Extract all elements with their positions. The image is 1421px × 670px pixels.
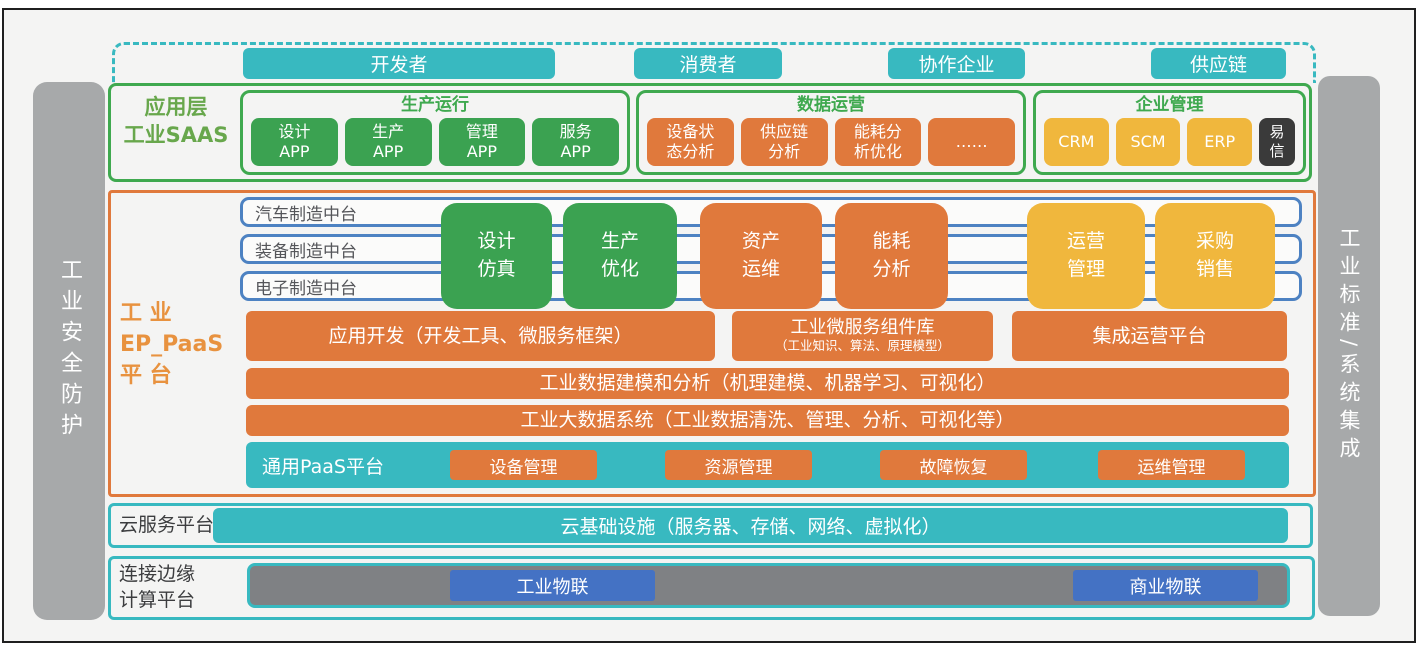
group-enterprise-management: 企业管理 CRM SCM ERP 易 信: [1033, 90, 1306, 175]
app-box: 管理 APP: [438, 118, 526, 166]
app-box: 服务 APP: [532, 118, 619, 166]
platform-label: 装备制造中台: [255, 241, 357, 262]
module-operation-management: 运营 管理: [1027, 203, 1145, 309]
bar-app-development: 应用开发（开发工具、微服务框架）: [246, 311, 715, 361]
paas-layer-box: 工 业 EP_PaaS 平 台 汽车制造中台 装备制造中台 电子制造中台 设计 …: [108, 190, 1316, 497]
module-production-optimization: 生产 优化: [563, 203, 677, 309]
edge-connectivity-bar: 工业物联 商业物联: [247, 563, 1290, 608]
group-data-operation: 数据运营 设备状 态分析 供应链 分析 能耗分 析优化 ……: [636, 90, 1026, 175]
sidebar-label: 工业标准/系统集成: [1337, 226, 1361, 466]
group-title: 生产运行: [401, 95, 469, 115]
bar-big-data-system: 工业大数据系统（工业数据清洗、管理、分析、可视化等）: [246, 405, 1289, 436]
paas-layer-label: 工 业 EP_PaaS 平 台: [120, 301, 224, 388]
platform-label: 电子制造中台: [255, 278, 357, 299]
actor-partners: 协作企业: [888, 48, 1025, 79]
group-items: CRM SCM ERP 易 信: [1044, 118, 1296, 166]
chip-ops-management: 运维管理: [1098, 450, 1245, 480]
app-box: CRM: [1044, 118, 1109, 166]
cloud-layer-box: 云服务平台 云基础设施（服务器、存储、网络、虚拟化）: [108, 503, 1313, 548]
bar-integration-platform: 集成运营平台: [1012, 311, 1287, 361]
actor-label: 消费者: [679, 54, 737, 76]
module-design-simulation: 设计 仿真: [441, 203, 552, 309]
chip-commercial-iot: 商业物联: [1073, 570, 1258, 601]
actor-label: 开发者: [370, 54, 428, 76]
chip-resource-management: 资源管理: [665, 450, 812, 480]
app-box: 设计 APP: [251, 118, 338, 166]
cloud-infrastructure-bar: 云基础设施（服务器、存储、网络、虚拟化）: [213, 508, 1288, 543]
actor-supply-chain: 供应链: [1151, 48, 1286, 79]
app-box: 设备状 态分析: [647, 118, 734, 166]
chip-fault-recovery: 故障恢复: [880, 450, 1027, 480]
bar-label: 工业数据建模和分析（机理建模、机器学习、可视化）: [539, 372, 996, 395]
edge-layer-box: 连接边缘 计算平台 工业物联 商业物联: [108, 556, 1315, 620]
edge-layer-label: 连接边缘 计算平台: [119, 563, 196, 611]
module-asset-operation: 资产 运维: [700, 203, 822, 309]
bar-label: 应用开发（开发工具、微服务框架）: [328, 324, 633, 347]
cloud-layer-label: 云服务平台: [119, 513, 215, 536]
bar-general-paas: 通用PaaS平台 设备管理 资源管理 故障恢复 运维管理: [246, 442, 1289, 488]
app-box: 供应链 分析: [740, 118, 828, 166]
module-procurement-sales: 采购 销售: [1155, 203, 1275, 309]
actor-developers: 开发者: [243, 48, 555, 79]
group-items: 设备状 态分析 供应链 分析 能耗分 析优化 ……: [647, 118, 1015, 166]
saas-layer-label: 应用层 工业SAAS: [123, 95, 229, 147]
app-box: 易 信: [1259, 118, 1296, 166]
app-box: SCM: [1115, 118, 1181, 166]
app-box: 能耗分 析优化: [834, 118, 922, 166]
bar-data-modeling: 工业数据建模和分析（机理建模、机器学习、可视化）: [246, 368, 1289, 399]
sidebar-standards-integration: 工业标准/系统集成: [1318, 76, 1380, 616]
app-box: ERP: [1187, 118, 1253, 166]
general-paas-label: 通用PaaS平台: [262, 455, 384, 478]
group-title: 企业管理: [1135, 95, 1204, 115]
saas-layer-box: 应用层 工业SAAS 生产运行 设计 APP 生产 APP 管理 APP 服务 …: [108, 83, 1312, 182]
bar-subtitle: （工业知识、算法、原理模型）: [774, 338, 950, 354]
chip-device-management: 设备管理: [450, 450, 597, 480]
bar-title: 工业微服务组件库: [790, 317, 935, 339]
group-title: 数据运营: [797, 95, 865, 115]
bar-microservice-library: 工业微服务组件库 （工业知识、算法、原理模型）: [732, 311, 993, 361]
app-box: 生产 APP: [344, 118, 432, 166]
actor-consumers: 消费者: [634, 48, 782, 79]
sidebar-industrial-security: 工业安全防护: [33, 82, 105, 620]
group-production-operation: 生产运行 设计 APP 生产 APP 管理 APP 服务 APP: [240, 90, 630, 175]
chip-industrial-iot: 工业物联: [450, 570, 655, 601]
module-energy-analysis: 能耗 分析: [835, 203, 948, 309]
group-items: 设计 APP 生产 APP 管理 APP 服务 APP: [251, 118, 619, 166]
app-box: ……: [928, 118, 1015, 166]
platform-label: 汽车制造中台: [255, 204, 357, 225]
actor-label: 供应链: [1189, 54, 1247, 76]
ecosystem-dashed-border: [112, 42, 1316, 83]
actor-label: 协作企业: [918, 54, 995, 76]
bar-label: 集成运营平台: [1092, 324, 1207, 347]
sidebar-label: 工业安全防护: [57, 258, 82, 444]
bar-label: 工业大数据系统（工业数据清洗、管理、分析、可视化等）: [520, 409, 1015, 432]
